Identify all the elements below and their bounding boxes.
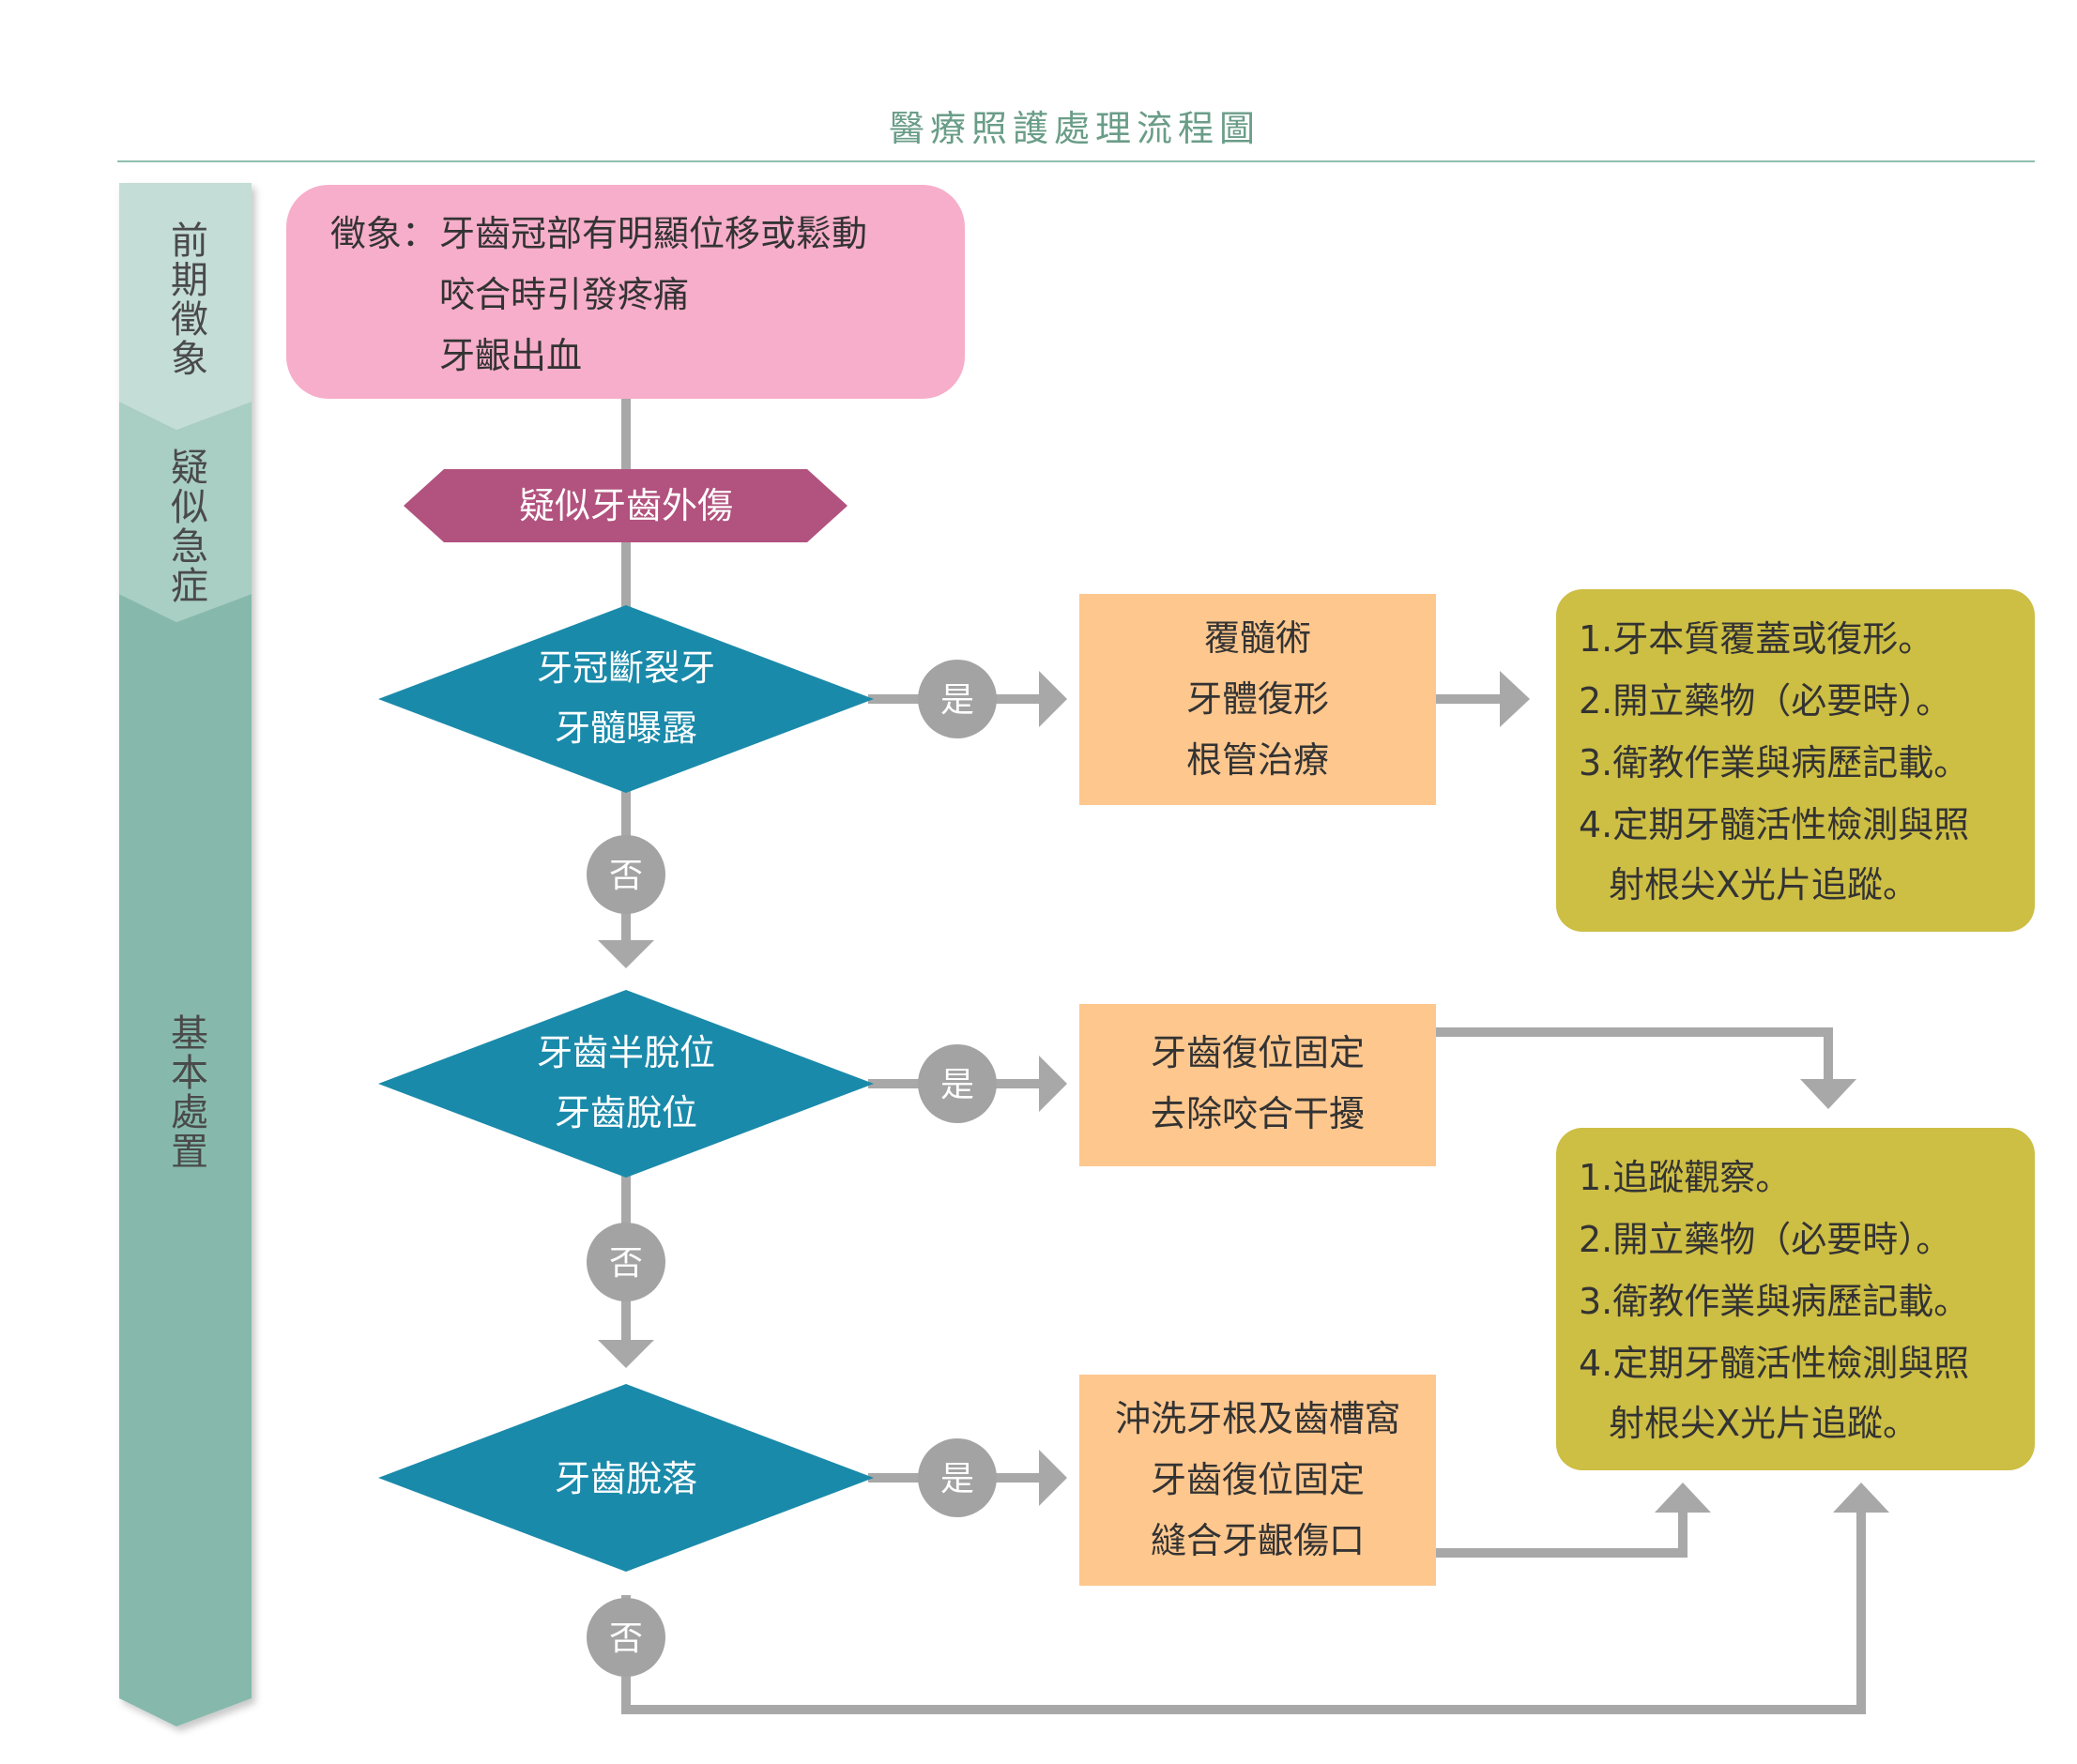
arrowhead-action3-to-result2 (1655, 1483, 1711, 1513)
no-circle-1 (587, 835, 665, 914)
action-pulp-line3: 根管治療 (1186, 739, 1329, 781)
result2-item4: 4.定期牙髓活性檢測與照 (1579, 1343, 1969, 1384)
result2-item4-cont: 射根尖X光片追蹤。 (1609, 1403, 1918, 1444)
decision-luxation-line2: 牙齒脫位 (555, 1092, 697, 1133)
symptoms-prefix: 徵象： (330, 213, 437, 254)
arrowhead-decision2-no (598, 1340, 654, 1368)
result1-item4: 4.定期牙髓活性檢測與照 (1579, 804, 1969, 845)
arrowhead-action2-to-result2 (1800, 1079, 1856, 1109)
no-circles: 否 否 否 (587, 835, 665, 1677)
suspected-trauma-hexagon (404, 469, 848, 542)
action-box-pulp (1079, 594, 1436, 805)
action-pulp-line2: 牙體復形 (1186, 678, 1329, 720)
stage-column (119, 183, 252, 1726)
action-reposition-line1: 牙齒復位固定 (1151, 1032, 1365, 1073)
connector-action2-to-result2 (1436, 1027, 1833, 1079)
result-box-2 (1556, 1128, 2035, 1470)
stage-label-basic-treatment: 基本處置 (164, 1013, 207, 1171)
action-replant-line2: 牙齒復位固定 (1151, 1459, 1365, 1500)
arrowheads (598, 671, 1889, 1513)
action-pulp-line1: 覆髓術 (1204, 617, 1311, 659)
result1-item4-cont: 射根尖X光片追蹤。 (1609, 864, 1918, 905)
stage-label-early-signs: 前期徵象 (164, 220, 208, 378)
no-label-1: 否 (609, 857, 643, 895)
no-circle-2 (587, 1223, 665, 1301)
action-box-reposition (1079, 1004, 1436, 1166)
result1-item1: 1.牙本質覆蓋或復形。 (1579, 618, 1933, 660)
result1-item2: 2.開立藥物（必要時）。 (1579, 680, 1951, 722)
no-label-2: 否 (609, 1244, 643, 1283)
result-box-1 (1556, 589, 2035, 932)
symptoms-line2: 咬合時引發疼痛 (439, 274, 689, 315)
yes-circles: 是 是 是 (918, 660, 997, 1517)
yes-label-1: 是 (940, 681, 974, 720)
result1-item3: 3.衛教作業與病歷記載。 (1579, 742, 1969, 783)
decision-crown-fracture-line2: 牙髓曝露 (555, 707, 697, 749)
stage-basic-treatment (119, 594, 252, 1726)
action-reposition-line2: 去除咬合干擾 (1151, 1093, 1365, 1134)
result2-item1: 1.追蹤觀察。 (1579, 1157, 1791, 1198)
symptoms-line3: 牙齦出血 (439, 335, 582, 376)
symptoms-line1: 牙齒冠部有明顯位移或鬆動 (439, 213, 867, 254)
connector-action3-to-result2 (1436, 1513, 1688, 1558)
arrowhead-decision1-yes (1039, 671, 1067, 727)
decision-avulsion-line1: 牙齒脫落 (555, 1458, 697, 1499)
yes-label-2: 是 (940, 1066, 974, 1104)
arrowhead-no-to-result2 (1833, 1483, 1889, 1513)
decision-avulsion (378, 1384, 874, 1572)
stage-early-signs (119, 183, 252, 430)
stage-suspected-emergency (119, 402, 252, 622)
result2-item2: 2.開立藥物（必要時）。 (1579, 1219, 1951, 1260)
no-label-3: 否 (609, 1620, 643, 1658)
symptoms-box (286, 185, 965, 399)
stage-label-suspected-emergency: 疑似急症 (164, 448, 208, 605)
action-replant-line1: 沖洗牙根及齒槽窩 (1115, 1398, 1400, 1439)
yes-circle-3 (918, 1438, 997, 1517)
page-title: 醫療照護處理流程圖 (889, 108, 1260, 149)
decision-luxation-line1: 牙齒半脫位 (537, 1032, 715, 1073)
arrowhead-decision3-yes (1039, 1450, 1067, 1506)
decision-crown-fracture-line1: 牙冠斷裂牙 (537, 647, 715, 689)
decision-crown-fracture (378, 605, 874, 793)
suspected-trauma-label: 疑似牙齒外傷 (519, 485, 733, 526)
yes-circle-2 (918, 1044, 997, 1123)
action-box-replant (1079, 1375, 1436, 1586)
arrowhead-action1-to-result1 (1500, 671, 1530, 727)
decision-luxation (378, 990, 874, 1178)
result2-item3: 3.衛教作業與病歷記載。 (1579, 1281, 1969, 1322)
no-circle-3 (587, 1598, 665, 1677)
yes-label-3: 是 (940, 1460, 974, 1498)
yes-circle-1 (918, 660, 997, 738)
action-replant-line3: 縫合牙齦傷口 (1151, 1520, 1365, 1561)
arrowhead-decision2-yes (1039, 1056, 1067, 1112)
arrowhead-decision1-no (598, 940, 654, 968)
